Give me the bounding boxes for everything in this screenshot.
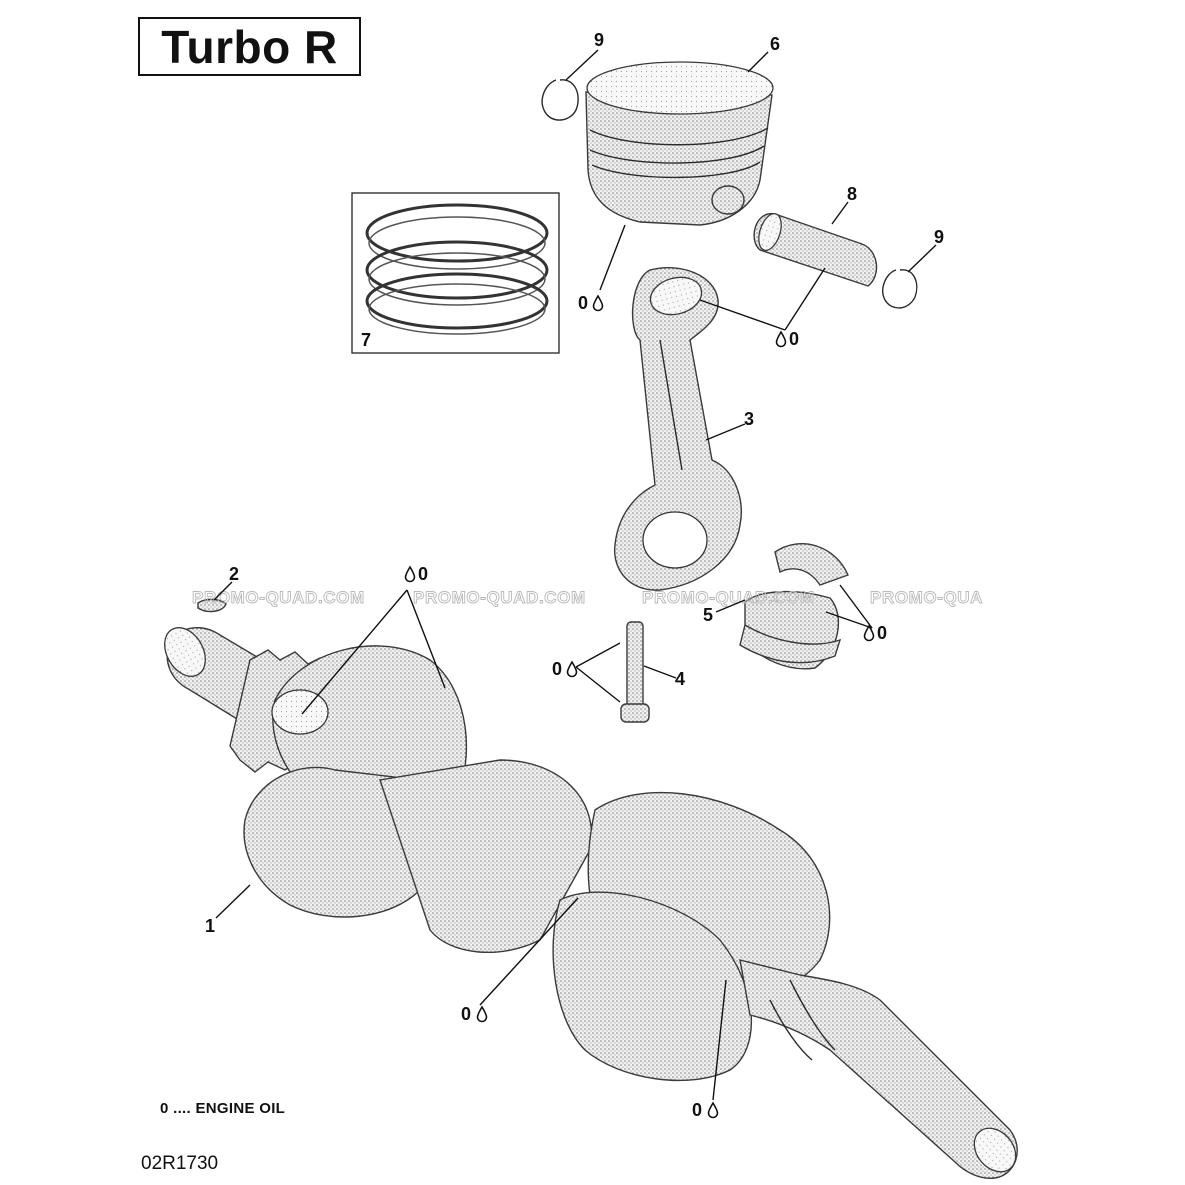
oil-drop-icon	[566, 661, 578, 678]
connecting-rod	[614, 266, 742, 591]
oil-mark: 0	[552, 659, 562, 679]
title-box: Turbo R	[138, 17, 361, 76]
crankshaft	[164, 627, 1018, 1179]
drawing-code: 02R1730	[141, 1153, 219, 1174]
legend-engine-oil: 0 .... ENGINE OIL	[160, 1100, 286, 1117]
callout-8: 8	[847, 184, 857, 204]
piston-pin	[753, 213, 878, 287]
oil-mark: 0	[578, 293, 588, 313]
oil-mark: 0	[461, 1004, 471, 1024]
oil-drop-icon	[404, 566, 416, 583]
connecting-rod-screw	[620, 621, 650, 723]
oil-mark: 0	[692, 1100, 702, 1120]
oil-drop-icon	[476, 1006, 488, 1023]
bearing-shells	[739, 543, 849, 670]
circlip-right	[882, 269, 918, 309]
callout-9-upper: 9	[594, 30, 604, 50]
callout-9-right: 9	[934, 227, 944, 247]
oil-drop-icon	[775, 331, 787, 348]
oil-drop-icon	[863, 625, 875, 642]
oil-mark: 0	[418, 564, 428, 584]
watermark-1: PROMO-QUAD.COM	[192, 588, 365, 607]
piston-ring-set	[351, 192, 560, 354]
oil-mark: 0	[789, 329, 799, 349]
callout-4: 4	[675, 669, 685, 689]
oil-mark: 0	[877, 623, 887, 643]
watermark-2: PROMO-QUAD.COM	[413, 588, 586, 607]
leader-lines	[213, 49, 937, 1101]
woodruff-key	[197, 598, 227, 613]
callout-3: 3	[744, 409, 754, 429]
oil-drop-icon	[707, 1102, 719, 1119]
callout-5: 5	[703, 605, 713, 625]
oil-drop-icon	[592, 295, 604, 312]
callout-6: 6	[770, 34, 780, 54]
callout-7: 7	[361, 330, 371, 350]
circlip-upper	[541, 79, 579, 121]
watermark-3: PROMO-QUAD.COM	[642, 588, 815, 607]
diagram-title: Turbo R	[161, 20, 338, 73]
callout-2: 2	[229, 564, 239, 584]
piston	[585, 61, 774, 226]
callout-1: 1	[205, 916, 215, 936]
watermark-4: PROMO-QUA	[870, 588, 983, 607]
